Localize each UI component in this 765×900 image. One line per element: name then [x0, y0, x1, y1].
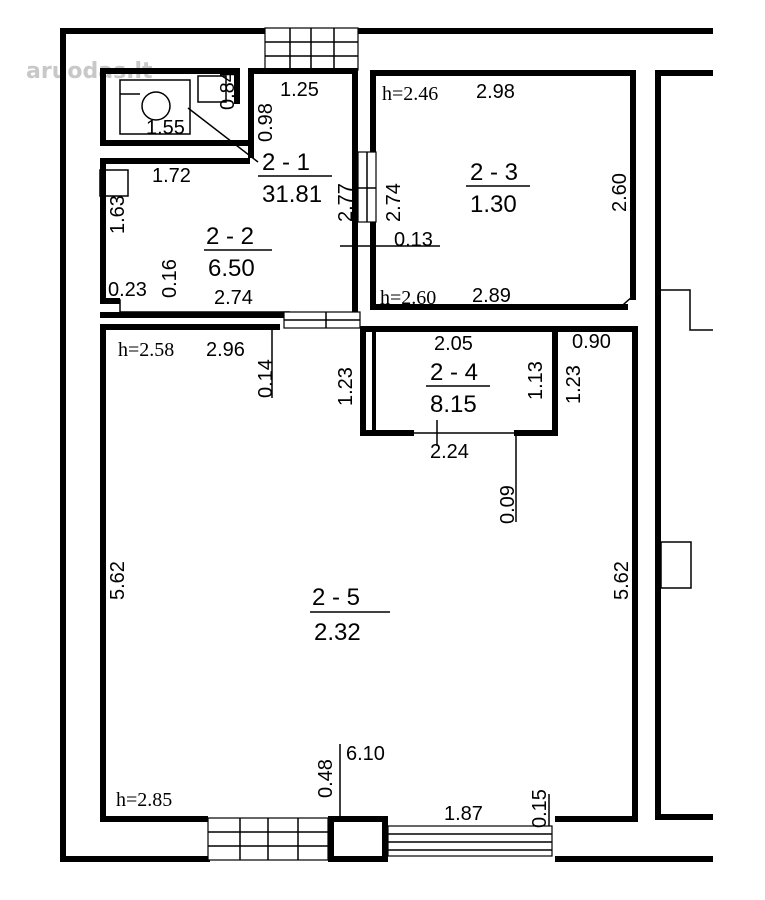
dim-0-09: 0.09: [497, 485, 519, 524]
top-window: [264, 27, 359, 71]
room-2-2-walls: [100, 158, 290, 318]
shower-icon: [99, 169, 129, 197]
dim-2-74-h: 2.74: [214, 287, 253, 309]
wall-right-outer: [655, 70, 661, 820]
room-label-2-2: 2 - 2 6.50: [204, 223, 272, 282]
dim-2-05: 2.05: [434, 333, 473, 355]
dim-1-13: 1.13: [525, 361, 547, 400]
dim-2-89: 2.89: [472, 285, 511, 307]
dim-0-48: 0.48: [315, 759, 337, 798]
bottom-window-left: [207, 817, 329, 861]
dim-1-23-a: 1.23: [335, 367, 357, 406]
svg-text:1.30: 1.30: [470, 191, 517, 218]
room-2-4-walls: [370, 70, 636, 310]
svg-text:2 - 4: 2 - 4: [430, 359, 478, 386]
dim-1-23-b: 1.23: [563, 365, 585, 404]
wall-left-outer: [60, 34, 66, 856]
dim-6-10: 6.10: [346, 743, 385, 765]
dim-2-98: 2.98: [476, 81, 515, 103]
svg-text:2 - 2: 2 - 2: [206, 223, 254, 250]
room-2-5-walls: [360, 326, 558, 436]
dim-1-63: 1.63: [107, 195, 129, 234]
toilet-icon: [119, 79, 191, 135]
right-niche-outline: [660, 541, 692, 589]
wall-right-stub-bottom: [655, 814, 713, 820]
dim-5-62-right: 5.62: [611, 561, 633, 600]
wall-right-stub-top: [655, 70, 713, 76]
svg-text:31.81: 31.81: [262, 181, 322, 208]
height-2-1-top: h=2.58: [118, 339, 174, 361]
svg-text:2 - 1: 2 - 1: [262, 149, 310, 176]
dim-2-74-v: 2.74: [383, 183, 405, 222]
dim-0-16: 0.16: [159, 259, 181, 298]
dim-1-72: 1.72: [152, 165, 191, 187]
svg-text:2 - 5: 2 - 5: [312, 584, 360, 611]
dim-5-62-left: 5.62: [107, 561, 129, 600]
svg-text:2.32: 2.32: [314, 619, 361, 646]
room-label-2-4: 2 - 3 1.30: [466, 159, 530, 218]
door-2-4: [357, 151, 377, 223]
room-label-2-3: 2 - 1 31.81: [258, 149, 332, 208]
dim-0-98: 0.98: [255, 103, 277, 142]
wall-bottom-left: [60, 856, 210, 862]
room-label-2-1: 2 - 5 2.32: [310, 584, 390, 646]
svg-text:2 - 3: 2 - 3: [470, 159, 518, 186]
svg-text:6.50: 6.50: [208, 255, 255, 282]
dim-1-55: 1.55: [146, 117, 185, 139]
dim-2-24: 2.24: [430, 441, 469, 463]
door-2-2: [283, 311, 361, 329]
room-2-3-walls: [100, 68, 358, 328]
wall-top-right: [358, 28, 713, 34]
height-2-4-top: h=2.46: [382, 83, 438, 105]
dim-0-13: 0.13: [394, 229, 433, 251]
dim-1-87: 1.87: [444, 803, 483, 825]
wall-top-left: [60, 28, 265, 34]
dim-0-15: 0.15: [529, 789, 551, 828]
dim-0-90: 0.90: [572, 331, 611, 353]
room-2-1-walls: [100, 324, 638, 822]
dim-0-14: 0.14: [255, 359, 277, 398]
svg-text:8.15: 8.15: [430, 391, 477, 418]
height-2-4-bottom: h=2.60: [380, 287, 436, 309]
bottom-window-right: [387, 825, 553, 857]
room-2-3-diagonal: [187, 107, 259, 163]
dim-1-25: 1.25: [280, 79, 319, 101]
bottom-pillar: [328, 816, 388, 862]
wall-bottom-right: [555, 856, 713, 862]
dim-0-23: 0.23: [108, 279, 147, 301]
right-step-outline: [661, 289, 713, 331]
dim-0-84: 0.84: [217, 71, 239, 110]
sink-icon: [197, 75, 227, 103]
height-2-1-bottom: h=2.85: [116, 789, 172, 811]
dim-2-60: 2.60: [609, 173, 631, 212]
dim-2-96: 2.96: [206, 339, 245, 361]
room-label-2-5: 2 - 4 8.15: [426, 359, 490, 418]
dim-2-77: 2.77: [335, 183, 357, 222]
